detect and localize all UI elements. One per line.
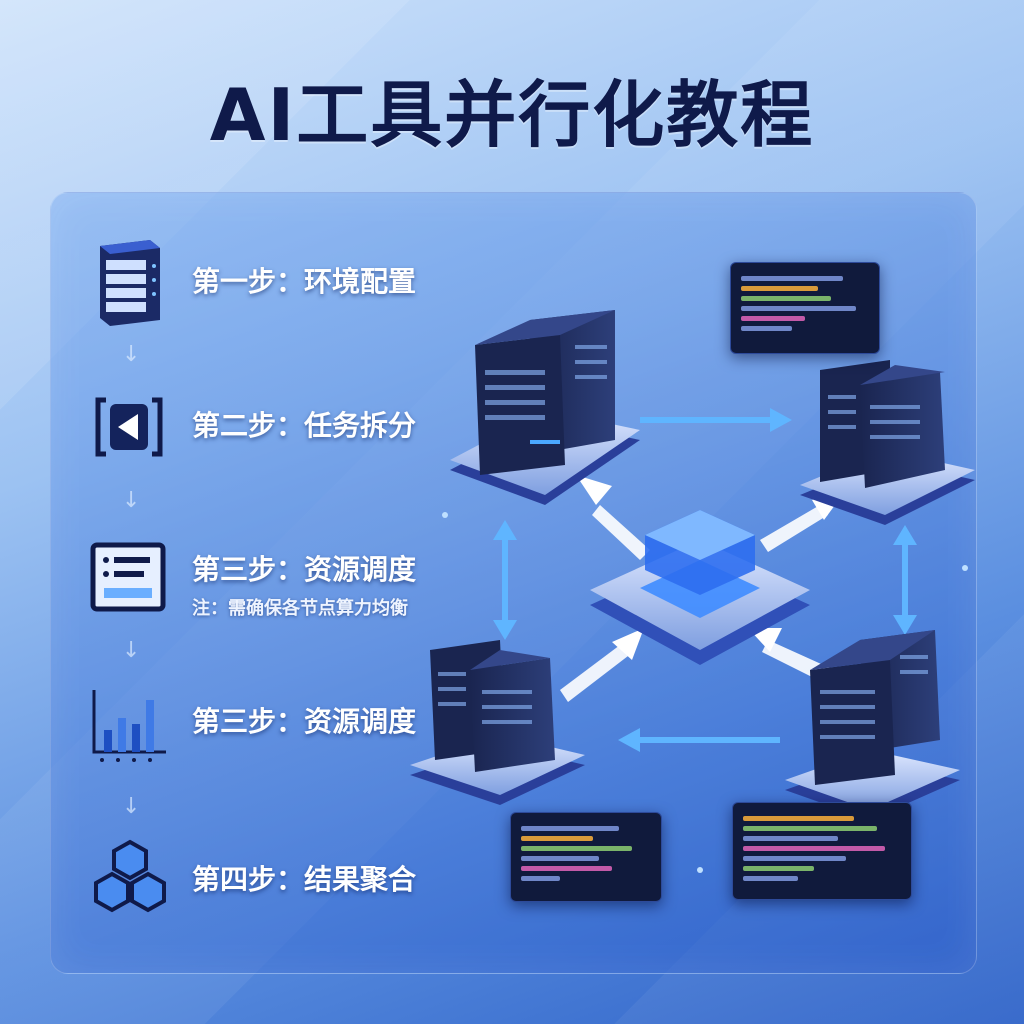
sparkle-dot	[442, 512, 448, 518]
arrow-top-left-to-top-right	[640, 408, 792, 432]
arrow-hub-to-top-left	[576, 475, 650, 560]
server-cluster-bottom-left	[410, 640, 585, 805]
hexagon-cluster-icon	[94, 839, 166, 913]
step-2-label: 第二步：任务拆分	[192, 409, 417, 442]
list-window-icon	[90, 542, 166, 612]
arrow-vertical-right	[893, 525, 917, 635]
server-cluster-top-left	[450, 310, 640, 505]
arrow-vertical-left	[493, 520, 517, 640]
server-cluster-bottom-right	[785, 630, 960, 820]
server-rack-icon	[100, 240, 160, 326]
code-panel-top-right	[730, 262, 880, 354]
sparkle-dot	[697, 867, 703, 873]
media-bracket-icon	[95, 397, 163, 457]
step-5-label: 第四步：结果聚合	[192, 863, 417, 896]
page-title: AI工具并行化教程	[209, 73, 815, 157]
step-1-label: 第一步：环境配置	[192, 265, 417, 298]
arrow-bottom-left-to-hub	[560, 628, 644, 702]
arrow-bottom-right-to-bottom-left	[618, 728, 780, 752]
step-3-note: 注：需确保各节点算力均衡	[192, 598, 408, 619]
central-hub	[590, 510, 810, 665]
server-cluster-top-right	[800, 360, 975, 525]
step-4-label: 第三步：资源调度	[192, 705, 417, 738]
step-3-label: 第三步：资源调度	[192, 553, 417, 586]
code-panel-bottom-right	[732, 802, 912, 900]
code-panel-bottom-center	[510, 812, 662, 902]
sparkle-dot	[962, 565, 968, 571]
bar-chart-icon	[92, 690, 166, 762]
